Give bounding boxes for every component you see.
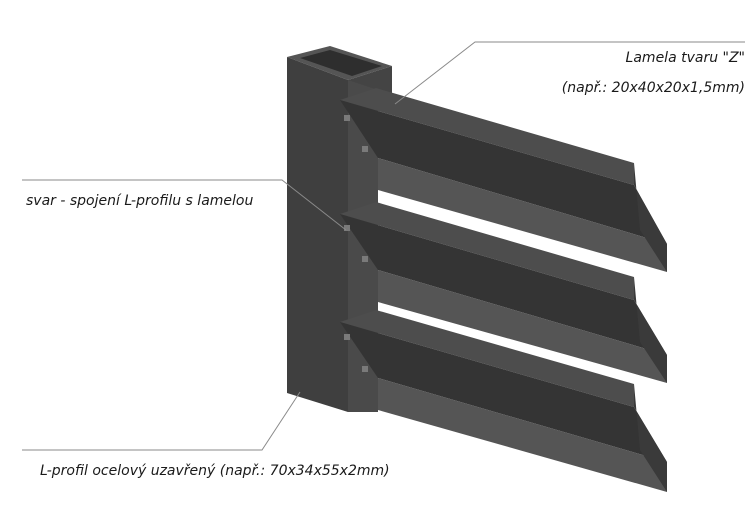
lamella-3-inner-face (340, 322, 667, 462)
weld-point (344, 115, 350, 121)
post-top-opening (300, 50, 382, 76)
post-front-face (287, 57, 348, 412)
weld-point (362, 256, 368, 262)
weld-point (344, 225, 350, 231)
weld-points (344, 115, 368, 372)
label-lprofil: L-profil ocelový uzavřený (např.: 70x34x… (40, 463, 390, 479)
leader-line-svar (22, 179, 347, 231)
weld-point (344, 334, 350, 340)
lamella-2 (340, 202, 667, 383)
lamella-3-top-face (340, 310, 634, 407)
lamella-3 (340, 310, 667, 492)
lamella-1 (340, 88, 667, 272)
lamella-3-lower-face (378, 378, 667, 492)
lamella-1-top-face (340, 88, 634, 185)
lamella-2-top-face (340, 202, 634, 300)
lamella-1-end-cap (634, 163, 667, 272)
label-lamela-spec: (např.: 20x40x20x1,5mm) (562, 80, 745, 96)
weld-point (362, 366, 368, 372)
lamella-1-inner-face (340, 100, 667, 244)
leader-line-lamela (394, 41, 745, 105)
lamella-2-end-cap (634, 277, 667, 383)
leader-line-lprofil (22, 391, 301, 451)
label-svar: svar - spojení L-profilu s lamelou (26, 193, 253, 209)
weld-point (362, 146, 368, 152)
label-lamela-title: Lamela tvaru "Z" (626, 50, 745, 66)
lamella-1-lower-face (378, 158, 667, 272)
lamella-2-inner-face (340, 214, 667, 355)
lamella-3-end-cap (634, 384, 667, 492)
lamella-2-lower-face (378, 270, 667, 383)
